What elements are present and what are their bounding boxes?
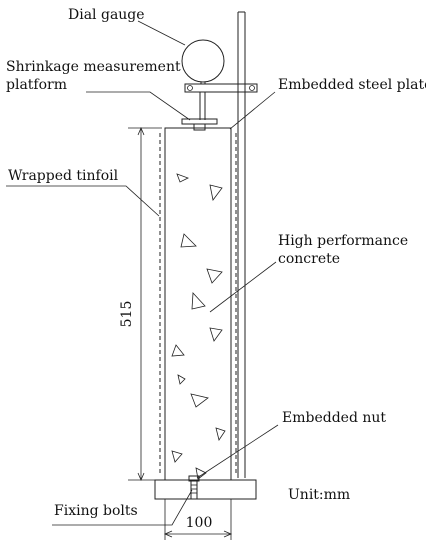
measurement-platform <box>181 118 218 131</box>
height-dimension-label: 515 <box>119 301 135 328</box>
platform-label-line2: platform <box>6 77 67 93</box>
dial-gauge <box>181 39 225 120</box>
support-rod <box>237 11 246 478</box>
height-dimension <box>128 126 162 482</box>
tinfoil-label: Wrapped tinfoil <box>8 168 119 184</box>
unit-label: Unit:mm <box>288 487 350 503</box>
width-dimension-label: 100 <box>186 515 213 531</box>
leader-lines <box>6 20 279 526</box>
dial-gauge-label: Dial gauge <box>68 7 145 23</box>
embedded-plate-label: Embedded steel plate <box>278 77 426 93</box>
fixing-bolt <box>188 475 200 500</box>
hpc-label-line1: High performance <box>278 233 408 249</box>
hpc-label-line2: concrete <box>278 251 340 267</box>
aggregate-pieces <box>171 173 226 480</box>
fixing-bolts-label: Fixing bolts <box>54 503 138 519</box>
width-dimension <box>163 499 233 540</box>
platform-label-line1: Shrinkage measurement <box>6 59 181 75</box>
embedded-nut-label: Embedded nut <box>282 410 386 426</box>
concrete-specimen <box>159 127 237 481</box>
base-plate <box>154 479 257 500</box>
clamp-arm <box>184 83 258 93</box>
